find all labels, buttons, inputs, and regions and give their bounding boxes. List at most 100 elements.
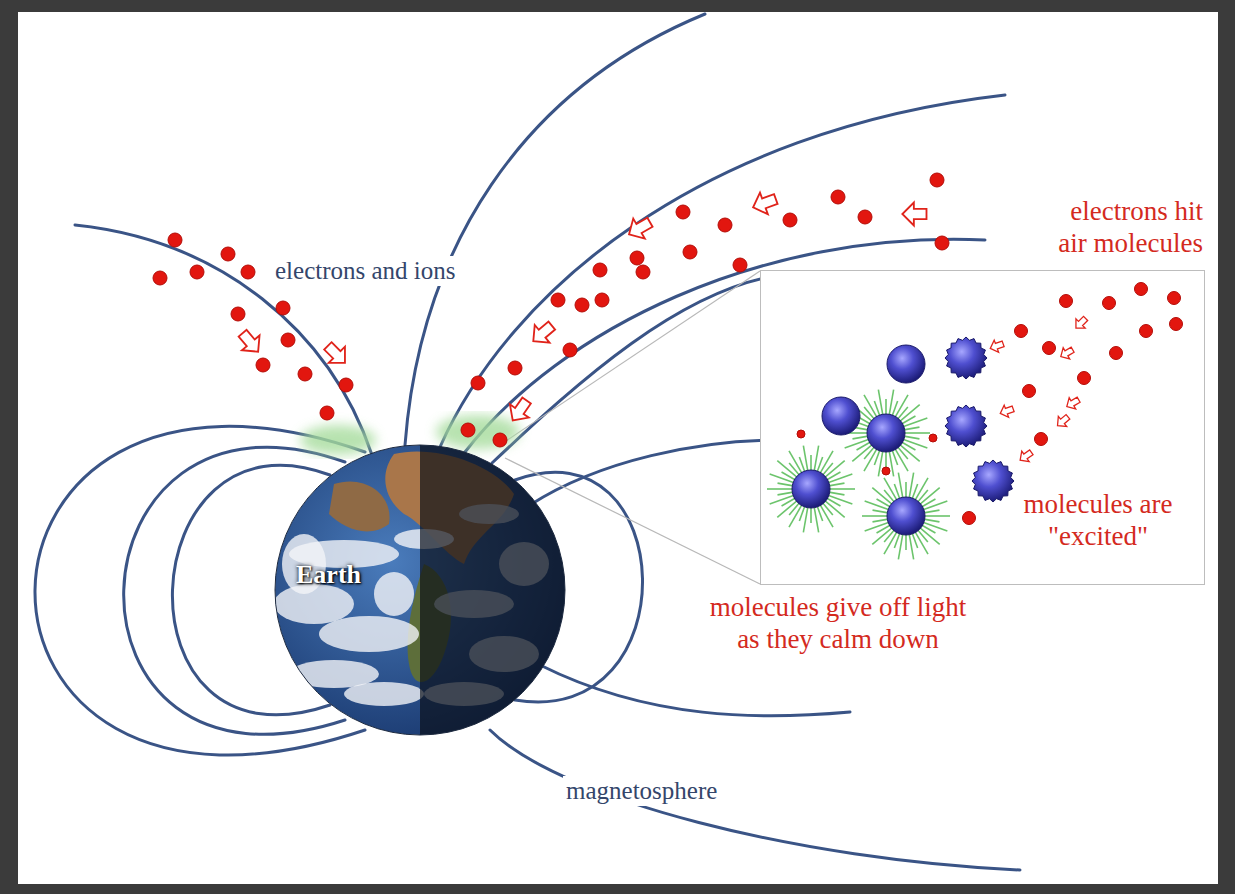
electron-dot <box>493 433 507 447</box>
light-ray <box>803 507 808 533</box>
light-ray <box>865 501 889 510</box>
light-ray <box>770 474 794 483</box>
light-ray <box>889 390 894 416</box>
motion-arrow <box>623 212 655 244</box>
motion-arrow <box>998 403 1015 420</box>
motion-arrow <box>526 317 559 350</box>
air-molecule <box>887 497 925 535</box>
light-ray <box>898 473 903 499</box>
electron-dot <box>929 434 937 442</box>
light-ray <box>894 484 899 499</box>
air-molecule <box>867 414 905 452</box>
annotation-label: magnetosphere <box>563 776 720 806</box>
electron-dot <box>563 343 577 357</box>
excited-molecule <box>945 405 987 447</box>
excited-molecule <box>945 337 987 379</box>
light-ray <box>878 390 883 416</box>
electron-dot <box>320 406 334 420</box>
land <box>329 481 390 531</box>
light-ray <box>895 449 908 472</box>
field-line <box>124 447 345 734</box>
electron-dot <box>630 251 644 265</box>
light-ray <box>924 519 940 522</box>
electron-dot <box>733 258 747 272</box>
electron-dot <box>508 361 522 375</box>
electron-dot <box>190 265 204 279</box>
light-ray <box>828 474 852 483</box>
electron-dot <box>935 236 949 250</box>
electron-dot <box>1140 325 1153 338</box>
light-ray <box>829 483 845 486</box>
inset-caption: molecules are "excited" <box>1023 489 1173 553</box>
light-ray <box>903 418 927 427</box>
field-line <box>490 730 1020 870</box>
light-ray <box>865 522 889 531</box>
electron-dot <box>676 205 690 219</box>
motion-arrow <box>1053 412 1072 431</box>
electron-dot <box>718 218 732 232</box>
light-ray <box>789 503 799 515</box>
electron-dot <box>1023 385 1036 398</box>
air-molecule <box>822 397 860 435</box>
light-ray <box>905 534 907 550</box>
aurora-glow <box>436 415 520 449</box>
excited-molecule <box>972 460 1014 502</box>
light-ray <box>915 532 928 555</box>
field-line <box>530 440 780 505</box>
light-ray <box>767 488 793 490</box>
electron-dot <box>593 263 607 277</box>
field-line <box>405 14 705 445</box>
inset-box: molecules are "excited" <box>760 270 1205 585</box>
electron-dot <box>1168 292 1181 305</box>
light-ray <box>864 447 874 459</box>
light-ray <box>810 455 812 471</box>
light-ray <box>814 507 819 533</box>
light-ray <box>864 395 877 418</box>
cloud <box>344 682 424 706</box>
field-lines <box>35 14 1020 870</box>
field-line <box>540 665 850 716</box>
motion-arrow <box>234 326 267 359</box>
light-ray <box>923 522 947 531</box>
light-ray <box>820 505 833 528</box>
light-ray <box>817 506 822 521</box>
electron-dot <box>471 376 485 390</box>
light-ray <box>873 519 889 522</box>
electron-dot <box>241 265 255 279</box>
annotation-label: molecules give off light as they calm do… <box>695 592 981 656</box>
light-ray <box>924 510 940 513</box>
electron-dot <box>461 423 475 437</box>
light-ray <box>884 478 897 501</box>
electron-dot <box>783 213 797 227</box>
electron-dot <box>1043 342 1056 355</box>
globe-rim <box>275 445 565 735</box>
globe-label: Earth <box>296 560 361 591</box>
light-ray <box>829 488 855 490</box>
light-ray <box>828 495 852 504</box>
night-side <box>420 444 566 736</box>
field-line <box>35 426 365 755</box>
electron-dot <box>1170 318 1183 331</box>
light-ray <box>803 446 808 472</box>
light-ray <box>924 515 950 517</box>
light-ray <box>918 490 928 502</box>
light-ray <box>885 399 887 415</box>
light-ray <box>799 457 804 472</box>
electron-dot <box>683 245 697 259</box>
light-ray <box>903 439 927 448</box>
globe-surface <box>274 444 566 736</box>
electron-dot <box>168 233 182 247</box>
light-ray <box>898 534 903 560</box>
earth-globe-art <box>274 444 566 736</box>
electron-dot <box>963 512 976 525</box>
leader-line <box>500 271 760 445</box>
light-ray <box>873 510 889 513</box>
light-ray <box>892 450 897 465</box>
electron-dot <box>1078 372 1091 385</box>
light-ray <box>909 473 914 499</box>
light-ray <box>829 492 845 495</box>
electron-dot <box>797 430 805 438</box>
motion-arrow <box>320 338 353 371</box>
cloud <box>319 616 419 652</box>
cloud <box>374 572 414 616</box>
